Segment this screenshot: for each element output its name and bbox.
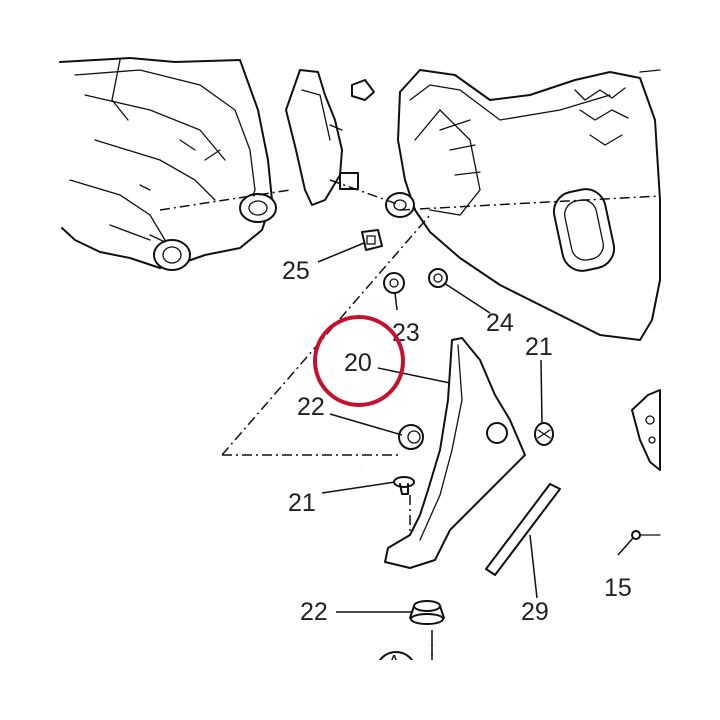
highlight-circle [313, 315, 405, 407]
washer-24 [428, 268, 448, 288]
washer-23 [383, 272, 405, 294]
partial-component-right [631, 389, 661, 471]
trim-strip-part-29 [485, 483, 561, 576]
callout-20: 20 [344, 349, 372, 377]
bracket-part [285, 69, 375, 206]
callout-29: 29 [521, 598, 549, 626]
side-cover-part-20 [384, 337, 526, 569]
clip-nut-part [361, 229, 383, 251]
fairing-panel [385, 69, 661, 341]
bottom-crop-mask [0, 660, 720, 720]
callout-23: 23 [392, 319, 420, 347]
callout-22-bottom: 22 [300, 598, 328, 626]
dash-dot-reference-lines [159, 179, 661, 665]
screw-15 [631, 530, 661, 540]
rivet-21-top [534, 422, 554, 446]
callout-24: 24 [486, 309, 514, 337]
callout-21-left: 21 [288, 489, 316, 517]
callout-21-top: 21 [525, 333, 553, 361]
frame-assembly [59, 57, 277, 271]
leader-lines [317, 242, 634, 613]
callout-15: 15 [604, 574, 632, 602]
callout-22-top: 22 [297, 393, 325, 421]
grommet-22-top [398, 424, 424, 450]
grommet-22-bottom [409, 600, 445, 625]
rivet-21-left [393, 476, 415, 495]
callout-25: 25 [282, 257, 310, 285]
